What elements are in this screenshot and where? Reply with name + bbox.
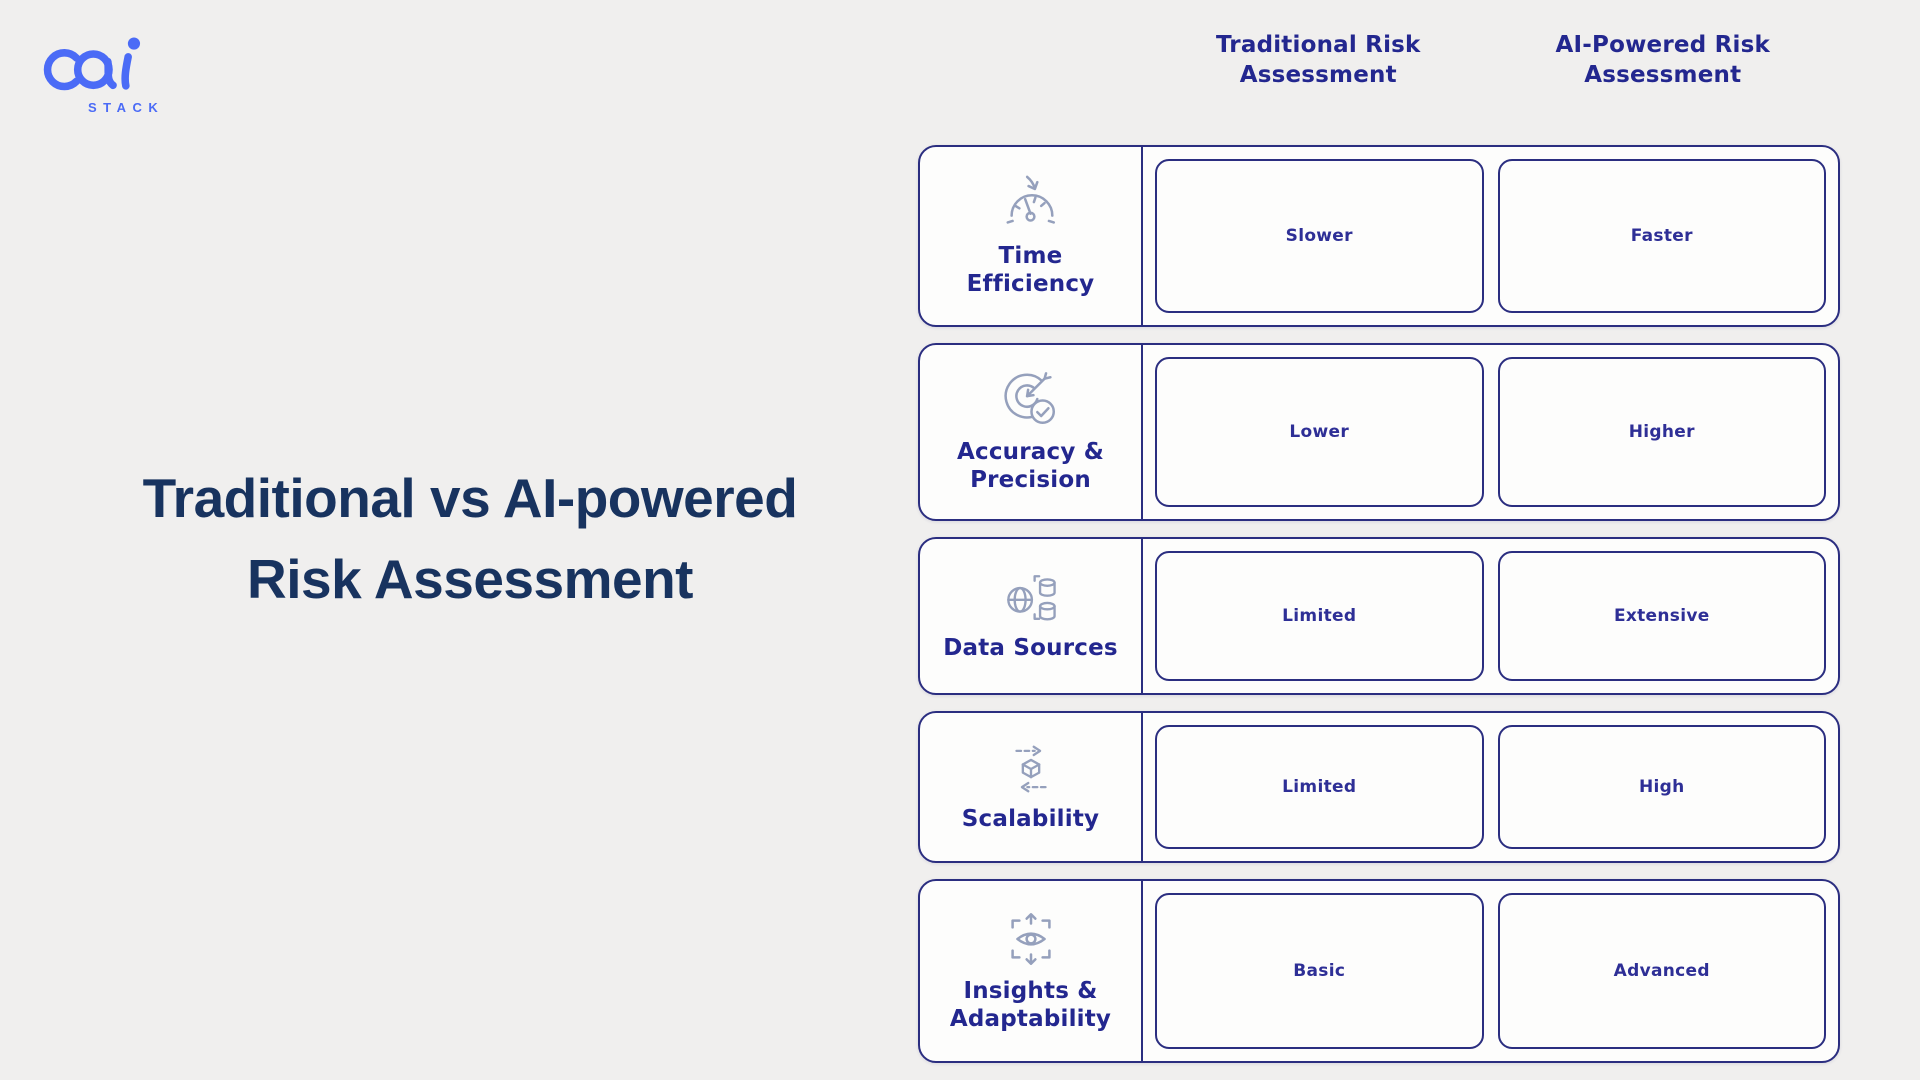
table-row: Data Sources Limited Extensive (918, 536, 1840, 695)
feature-label: Insights & Adaptability (949, 978, 1112, 1033)
table-row: Scalability Limited High (918, 710, 1840, 863)
feature-label: Scalability (961, 806, 1100, 833)
cell-ai-powered: High (1497, 724, 1826, 849)
cell-traditional: Basic (1155, 892, 1484, 1049)
table-row: Insights & Adaptability Basic Advanced (918, 878, 1840, 1063)
eye-arrows-icon (1010, 913, 1051, 966)
column-header-ai-powered: AI-Powered Risk Assessment (1555, 32, 1770, 89)
column-headers: Traditional Risk Assessment AI-Powered R… (1153, 30, 1828, 91)
feature-time-efficiency: Time Efficiency (920, 146, 1143, 325)
cai-logo-icon (43, 37, 141, 91)
globe-database-icon (1006, 575, 1056, 621)
page-title: Traditional vs AI-powered Risk Assessmen… (60, 458, 880, 620)
comparison-table: Traditional Risk Assessment AI-Powered R… (918, 30, 1840, 1063)
speedometer-icon (1005, 175, 1055, 224)
cube-arrows-icon (1014, 745, 1047, 793)
table-rows: Time Efficiency Slower Faster (918, 144, 1840, 1063)
row-cells: Slower Faster (1143, 147, 1838, 325)
row-cells: Limited High (1143, 713, 1838, 861)
cell-ai-powered: Faster (1497, 158, 1826, 313)
cell-ai-powered: Advanced (1497, 892, 1826, 1049)
page-title-line2: Risk Assessment (247, 547, 693, 610)
cai-stack-logo: STACK (40, 36, 164, 115)
table-row: Time Efficiency Slower Faster (918, 144, 1840, 327)
cell-traditional: Lower (1155, 356, 1484, 507)
cell-traditional: Slower (1155, 158, 1484, 313)
feature-insights-adaptability: Insights & Adaptability (920, 880, 1143, 1061)
row-cells: Limited Extensive (1143, 539, 1838, 693)
row-cells: Lower Higher (1143, 345, 1838, 519)
feature-scalability: Scalability (920, 712, 1143, 861)
logo-subtext: STACK (88, 100, 165, 115)
row-cells: Basic Advanced (1143, 881, 1838, 1061)
cell-traditional: Limited (1155, 550, 1484, 681)
feature-label: Data Sources (943, 635, 1118, 662)
cell-traditional: Limited (1155, 724, 1484, 849)
table-row: Accuracy & Precision Lower Higher (918, 342, 1840, 521)
column-header-traditional: Traditional Risk Assessment (1215, 32, 1421, 89)
target-check-icon (1003, 372, 1055, 425)
cell-ai-powered: Higher (1497, 356, 1826, 507)
page-title-line1: Traditional vs AI-powered (142, 467, 798, 529)
feature-label: Accuracy & Precision (957, 439, 1104, 494)
feature-accuracy-precision: Accuracy & Precision (920, 344, 1143, 519)
cell-ai-powered: Extensive (1497, 550, 1826, 681)
feature-data-sources: Data Sources (920, 538, 1143, 693)
feature-label: Time Efficiency (966, 243, 1095, 298)
